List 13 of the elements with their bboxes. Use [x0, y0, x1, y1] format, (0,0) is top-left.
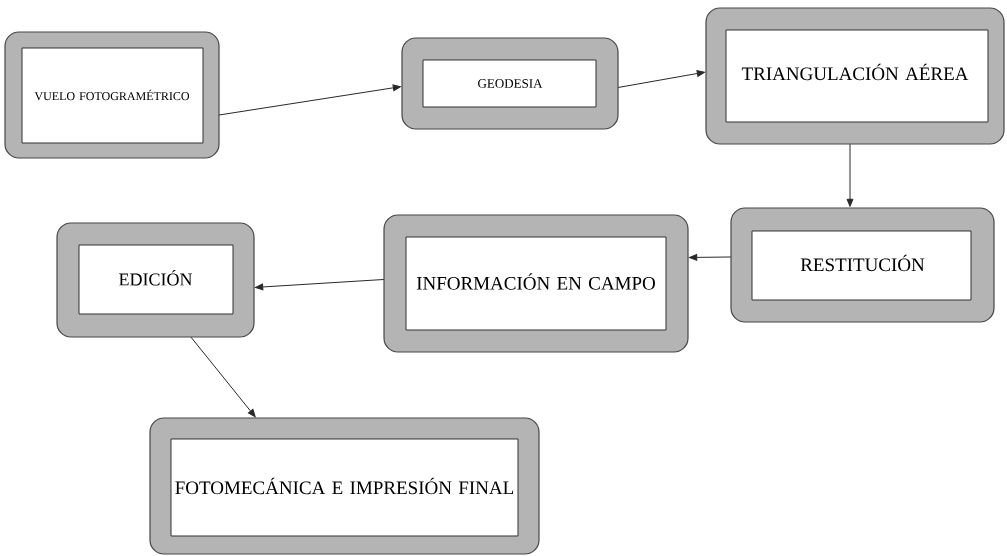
- process-box: VUELO FOTOGRAMÉTRICO: [4, 31, 220, 159]
- arrow: [689, 254, 732, 261]
- process-box: FOTOMECÁNICA E IMPRESIÓN FINAL: [149, 417, 540, 555]
- arrow: [218, 84, 401, 116]
- process-box: TRIANGULACIÓN AÉREA: [705, 7, 1005, 145]
- arrow: [846, 143, 854, 207]
- process-box: RESTITUCIÓN: [730, 207, 995, 323]
- arrow: [255, 279, 385, 291]
- process-box: INFORMACIÓN EN CAMPO: [383, 214, 689, 353]
- process-box: EDICIÓN: [56, 222, 255, 338]
- arrow: [617, 70, 705, 88]
- arrow: [190, 336, 256, 418]
- process-box: GEODESIA: [401, 37, 619, 130]
